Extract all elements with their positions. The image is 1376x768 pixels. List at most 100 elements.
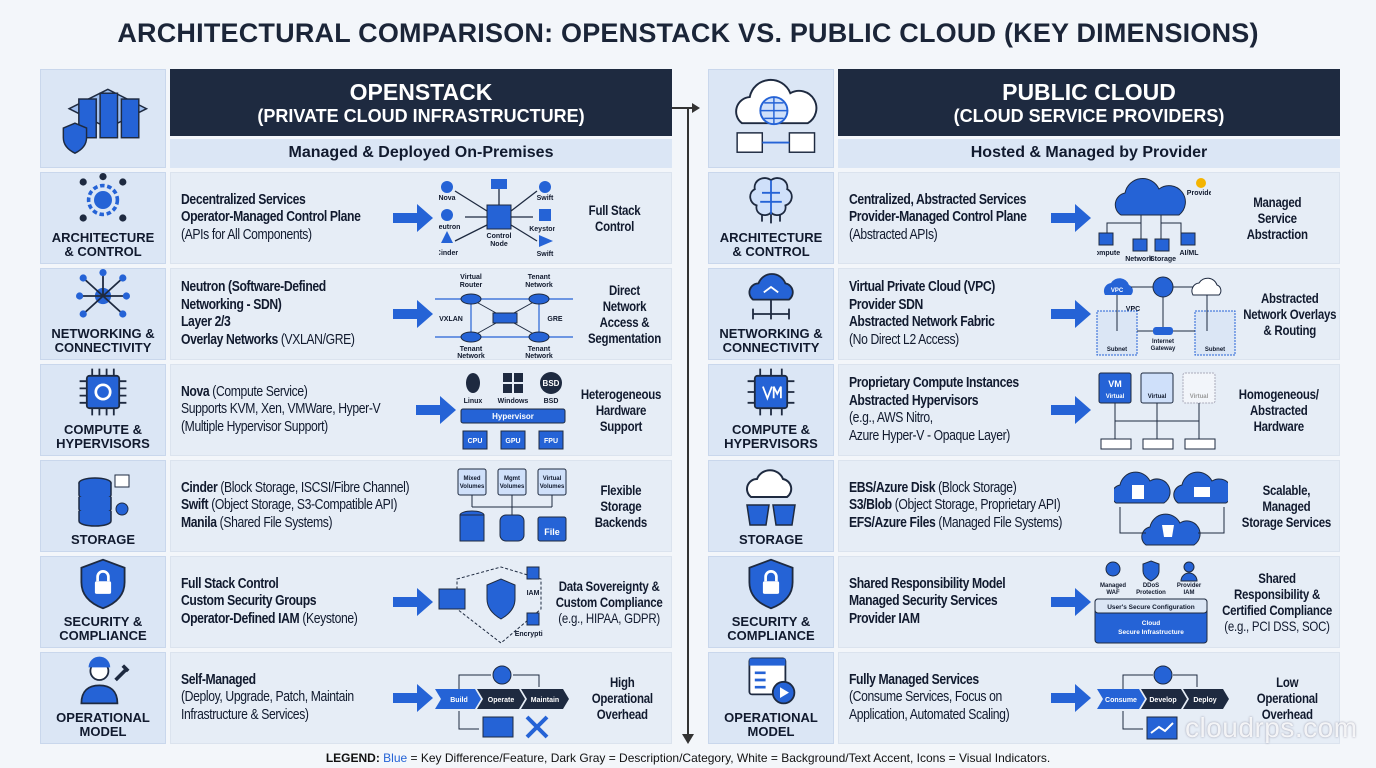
description-line: Proprietary Compute Instances — [849, 375, 1019, 393]
storage-diagram — [1114, 471, 1228, 546]
result-line: Managed — [1252, 194, 1302, 210]
description-line: Swift (Object Storage, S3-Compatible API… — [181, 497, 409, 515]
description-bold: EBS/Azure Disk — [849, 479, 936, 496]
result-line: Shared — [1258, 570, 1296, 586]
description-normal: (No Direct L2 Access) — [849, 331, 959, 348]
category-label: MODEL — [79, 724, 127, 739]
right-row: VM Virtual Virtual Virtual Proprietary Compu… — [838, 364, 1340, 456]
description-line: Provider SDN — [849, 297, 995, 315]
result-line: Responsibility & — [1233, 586, 1320, 602]
description: Cinder (Block Storage, ISCSI/Fibre Chann… — [181, 461, 410, 551]
left-category-cell: NETWORKING &CONNECTIVITY — [40, 268, 166, 360]
diagram-label: Build — [450, 697, 468, 704]
arrow-right-icon — [1051, 396, 1091, 424]
description-normal: (Deploy, Upgrade, Patch, Maintain — [181, 689, 354, 706]
description-line: Managed Security Services — [849, 593, 1005, 611]
diagram-label: VM — [1108, 379, 1122, 389]
diagram-label: Protection — [1136, 590, 1166, 596]
left-row: NovaNeutronCinderSwiftKeystoneSwiftContr… — [170, 172, 672, 264]
diagram-label: Encryption — [515, 631, 543, 638]
column-title: OPENSTACK — [349, 79, 493, 105]
diagram-label: Subnet — [1107, 347, 1127, 353]
diagram-label: Linux — [464, 398, 483, 405]
description-bold: Custom Security Groups — [181, 593, 317, 610]
category-label: OPERATIONAL — [724, 710, 818, 725]
diagram-label: Volumes — [460, 484, 485, 490]
description-normal: (Keystone) — [299, 610, 358, 627]
description-normal: (Block Storage, ISCSI/Fibre Channel) — [217, 479, 410, 496]
description-bold: Provider-Managed Control Plane — [849, 209, 1027, 226]
description-normal: (VXLAN/GRE) — [277, 331, 355, 348]
category-label: HYPERVISORS — [724, 436, 818, 451]
result-line: Access & — [599, 314, 649, 330]
result-line: Operational — [591, 690, 653, 706]
page-title: ARCHITECTURAL COMPARISON: OPENSTACK VS. … — [117, 18, 1259, 48]
category-label: SECURITY & — [63, 614, 143, 629]
description-normal: (Shared File Systems) — [216, 514, 333, 531]
diagram-label: Hypervisor — [492, 412, 534, 421]
arrow-right-icon — [1051, 588, 1091, 616]
result-line: Storage Services — [1241, 514, 1331, 530]
left-category-cell: ARCHITECTURE& CONTROL — [40, 172, 166, 264]
description-normal: (APIs for All Components) — [181, 226, 312, 243]
brain-circuit-icon — [749, 177, 793, 224]
diagram-label: Virtual — [1190, 394, 1209, 400]
description-line: Centralized, Abstracted Services — [849, 192, 1026, 210]
description-line: Operator-Managed Control Plane — [181, 209, 361, 227]
description-normal: (Managed File Systems) — [935, 514, 1063, 531]
description-bold: Decentralized Services — [181, 191, 306, 208]
description-line: S3/Blob (Object Storage, Proprietary API… — [849, 497, 1062, 515]
description-bold: Full Stack Control — [181, 575, 279, 592]
category-label: STORAGE — [738, 532, 804, 547]
diagram-label: Control — [487, 233, 512, 240]
description-line: (Multiple Hypervisor Support) — [181, 419, 380, 437]
server-rack-shield-icon — [62, 88, 149, 155]
description-bold: S3/Blob — [849, 497, 892, 514]
diagram-label: Subnet — [1205, 347, 1225, 353]
description-bold: Virtual Private Cloud (VPC) — [849, 279, 995, 295]
right-column-header: PUBLIC CLOUD(CLOUD SERVICE PROVIDERS) — [838, 69, 1340, 136]
diagram-label: Windows — [498, 398, 529, 405]
description-normal: (Compute Service) — [209, 383, 308, 400]
left-header-icon-cell — [40, 69, 166, 168]
diagram-label: Virtual — [1148, 394, 1167, 400]
diagram-label: FPU — [544, 438, 558, 445]
arrow-right-icon — [416, 396, 456, 424]
description-normal: Infrastructure & Services) — [181, 706, 309, 723]
description-line: Abstracted Network Fabric — [849, 314, 995, 332]
result-line: Abstracted — [1261, 290, 1319, 306]
description-bold: Shared Responsibility Model — [849, 575, 1006, 592]
right-category-cell: STORAGE — [708, 460, 834, 552]
diagram-label: Nova — [439, 195, 456, 202]
legend-text: = Key Difference/Feature, Dark Gray = De… — [407, 751, 1051, 765]
architecture-diagram: NovaNeutronCinderSwiftKeystoneSwiftContr… — [439, 179, 555, 258]
result-line: Hardware — [1253, 418, 1305, 434]
description-bold: Nova — [181, 383, 210, 400]
description-normal: (Multiple Hypervisor Support) — [181, 418, 328, 435]
diagram-label: Tenant — [528, 274, 551, 281]
column-title: PUBLIC CLOUD — [1002, 79, 1176, 105]
diagram-label: BSD — [544, 398, 559, 405]
arrow-right-icon — [393, 588, 433, 616]
arrow-down-icon — [682, 734, 694, 744]
result-line: Managed — [1261, 498, 1311, 514]
diagram-label: Virtual — [1106, 394, 1125, 400]
description-line: Fully Managed Services — [849, 672, 1009, 690]
diagram-label: VPC — [1111, 288, 1124, 294]
category-label: CONNECTIVITY — [54, 340, 152, 355]
description-line: Virtual Private Cloud (VPC) — [849, 279, 995, 297]
diagram-label: Provider — [1187, 190, 1211, 197]
description-line: Manila (Shared File Systems) — [181, 515, 409, 533]
